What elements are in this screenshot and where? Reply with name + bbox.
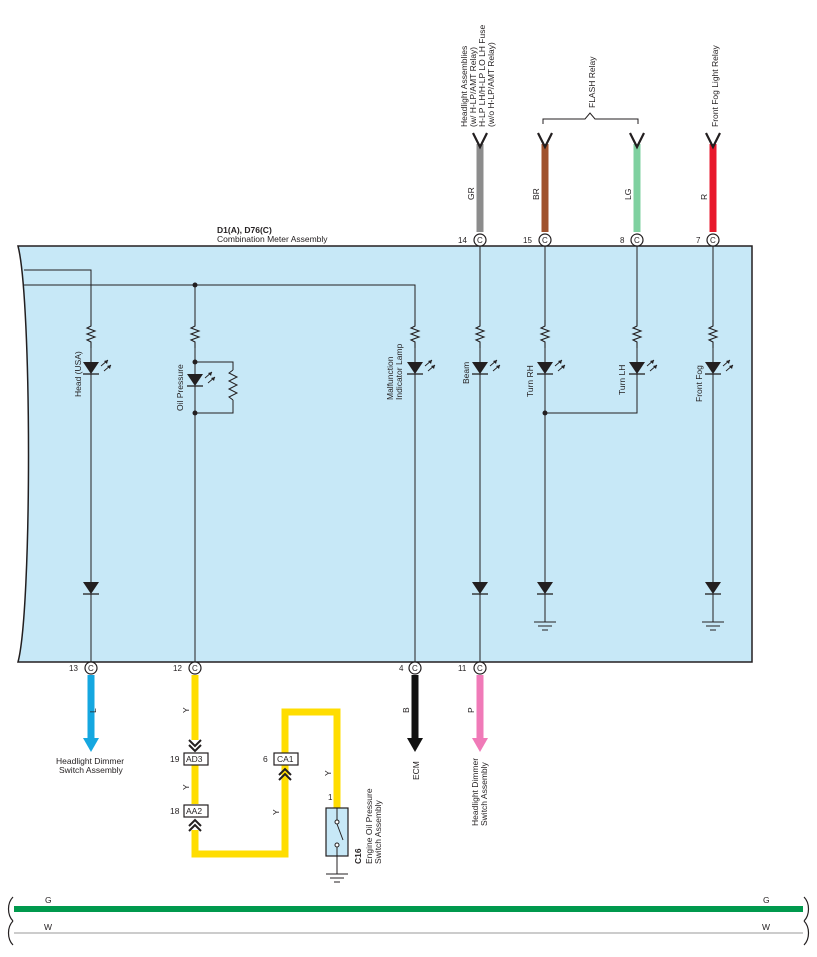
svg-text:BR: BR bbox=[531, 188, 541, 200]
svg-text:Y: Y bbox=[181, 707, 191, 713]
turn-lh-indicator: Turn LH bbox=[545, 246, 658, 414]
beam-indicator: Beam bbox=[461, 246, 501, 662]
svg-text:C: C bbox=[542, 236, 548, 245]
flash-relay-bracket bbox=[542, 112, 639, 124]
svg-text:Malfunction: Malfunction bbox=[385, 356, 395, 400]
oil-circuit-wire-y: Y Y Y Y bbox=[181, 675, 341, 858]
top-wire-r: R bbox=[699, 132, 721, 232]
bottom-wire-p: P bbox=[466, 675, 488, 752]
svg-text:Turn RH: Turn RH bbox=[525, 365, 535, 397]
svg-text:19: 19 bbox=[170, 754, 180, 764]
svg-text:CA1: CA1 bbox=[277, 754, 294, 764]
svg-text:14: 14 bbox=[458, 236, 467, 245]
svg-text:AA2: AA2 bbox=[186, 806, 202, 816]
svg-text:Oil Pressure: Oil Pressure bbox=[175, 364, 185, 411]
svg-text:G: G bbox=[45, 895, 52, 905]
svg-text:C: C bbox=[412, 664, 418, 673]
top-wire-br: BR bbox=[531, 132, 553, 232]
svg-text:Switch Assembly: Switch Assembly bbox=[479, 761, 489, 826]
svg-text:(w/ H-LP/AMT Relay): (w/ H-LP/AMT Relay) bbox=[468, 47, 478, 127]
bottom-wire-l: L bbox=[83, 675, 99, 752]
dimmer-switch-right-label: Headlight Dimmer Switch Assembly bbox=[470, 758, 489, 826]
bus-line-w: W W bbox=[7, 920, 810, 946]
top-wire-lg: LG bbox=[623, 132, 645, 232]
svg-text:AD3: AD3 bbox=[186, 754, 203, 764]
svg-text:12: 12 bbox=[173, 664, 182, 673]
svg-text:C: C bbox=[710, 236, 716, 245]
connector-aa2: AA2 18 bbox=[170, 804, 209, 832]
connector-ad3: 19 AD3 bbox=[170, 739, 209, 766]
malfunction-indicator: Malfunction Indicator Lamp bbox=[385, 319, 436, 662]
bottom-wire-b: B bbox=[401, 675, 423, 752]
svg-text:LG: LG bbox=[623, 189, 633, 200]
svg-text:Y: Y bbox=[181, 784, 191, 790]
pin-11: 11 C bbox=[458, 661, 487, 675]
connector-ca1: 6 CA1 bbox=[263, 752, 299, 781]
meter-assembly-box bbox=[17, 245, 753, 663]
svg-text:H-LP LH/H-LP LO LH Fuse: H-LP LH/H-LP LO LH Fuse bbox=[477, 25, 487, 127]
svg-text:Turn LH: Turn LH bbox=[617, 365, 627, 395]
pin-7: 7 C bbox=[696, 233, 720, 247]
svg-text:R: R bbox=[699, 194, 709, 200]
pin-4: 4 C bbox=[399, 661, 422, 675]
svg-text:7: 7 bbox=[696, 236, 701, 245]
head-usa-indicator: Head (USA) bbox=[73, 319, 112, 662]
pin-15: 15 C bbox=[523, 233, 552, 247]
svg-text:Headlight Dimmer: Headlight Dimmer bbox=[470, 758, 480, 826]
svg-text:W: W bbox=[44, 922, 52, 932]
svg-text:Headlight Assemblies: Headlight Assemblies bbox=[459, 46, 469, 127]
svg-text:Switch Assembly: Switch Assembly bbox=[59, 765, 124, 775]
dimmer-switch-left-label: Headlight Dimmer Switch Assembly bbox=[56, 756, 124, 775]
bus-line-g: G G bbox=[7, 895, 810, 922]
svg-text:Engine Oil Pressure: Engine Oil Pressure bbox=[364, 788, 374, 864]
svg-text:6: 6 bbox=[263, 754, 268, 764]
svg-text:GR: GR bbox=[466, 187, 476, 200]
svg-text:L: L bbox=[88, 708, 98, 713]
internal-common-lines bbox=[24, 269, 416, 320]
front-fog-relay-label: Front Fog Light Relay bbox=[710, 45, 720, 127]
svg-text:C: C bbox=[477, 664, 483, 673]
svg-text:C: C bbox=[477, 236, 483, 245]
svg-text:Y: Y bbox=[271, 809, 281, 815]
svg-text:C: C bbox=[88, 664, 94, 673]
svg-text:11: 11 bbox=[458, 664, 467, 673]
svg-text:C16: C16 bbox=[353, 848, 363, 864]
pin-8: 8 C bbox=[620, 233, 644, 247]
svg-text:W: W bbox=[762, 922, 770, 932]
pin-13: 13 C bbox=[69, 661, 98, 675]
svg-text:18: 18 bbox=[170, 806, 180, 816]
top-wire-gr: GR bbox=[466, 132, 488, 232]
ecm-label: ECM bbox=[411, 761, 421, 780]
svg-text:Indicator Lamp: Indicator Lamp bbox=[394, 344, 404, 400]
svg-text:P: P bbox=[466, 707, 476, 713]
svg-text:Head (USA): Head (USA) bbox=[73, 351, 83, 397]
svg-text:C: C bbox=[192, 664, 198, 673]
pin-12: 12 C bbox=[173, 661, 202, 675]
headlight-source-label: Headlight Assemblies (w/ H-LP/AMT Relay)… bbox=[459, 25, 496, 127]
svg-text:Front Fog: Front Fog bbox=[694, 365, 704, 402]
oil-pressure-indicator: Oil Pressure bbox=[175, 319, 239, 662]
meter-connector-codes: D1(A), D76(C) bbox=[217, 225, 272, 235]
svg-text:15: 15 bbox=[523, 236, 532, 245]
oil-pressure-switch: 1 C16 Engine Oil Pressure Switch Assembl… bbox=[325, 788, 383, 883]
svg-text:Switch Assembly: Switch Assembly bbox=[373, 799, 383, 864]
meter-name: Combination Meter Assembly bbox=[217, 234, 328, 244]
front-fog-indicator: Front Fog bbox=[694, 246, 734, 631]
svg-text:4: 4 bbox=[399, 664, 404, 673]
svg-text:B: B bbox=[401, 707, 411, 713]
svg-text:Y: Y bbox=[323, 770, 333, 776]
svg-text:Headlight Dimmer: Headlight Dimmer bbox=[56, 756, 124, 766]
svg-text:C: C bbox=[634, 236, 640, 245]
svg-text:(w/o H-LP/AMT Relay): (w/o H-LP/AMT Relay) bbox=[486, 42, 496, 127]
svg-text:13: 13 bbox=[69, 664, 78, 673]
svg-text:Beam: Beam bbox=[461, 362, 471, 384]
svg-text:1: 1 bbox=[328, 793, 333, 802]
turn-rh-indicator: Turn RH bbox=[525, 246, 566, 631]
pin-14: 14 C bbox=[458, 233, 487, 247]
svg-text:G: G bbox=[763, 895, 770, 905]
flash-relay-label: FLASH Relay bbox=[587, 56, 597, 108]
svg-text:8: 8 bbox=[620, 236, 625, 245]
